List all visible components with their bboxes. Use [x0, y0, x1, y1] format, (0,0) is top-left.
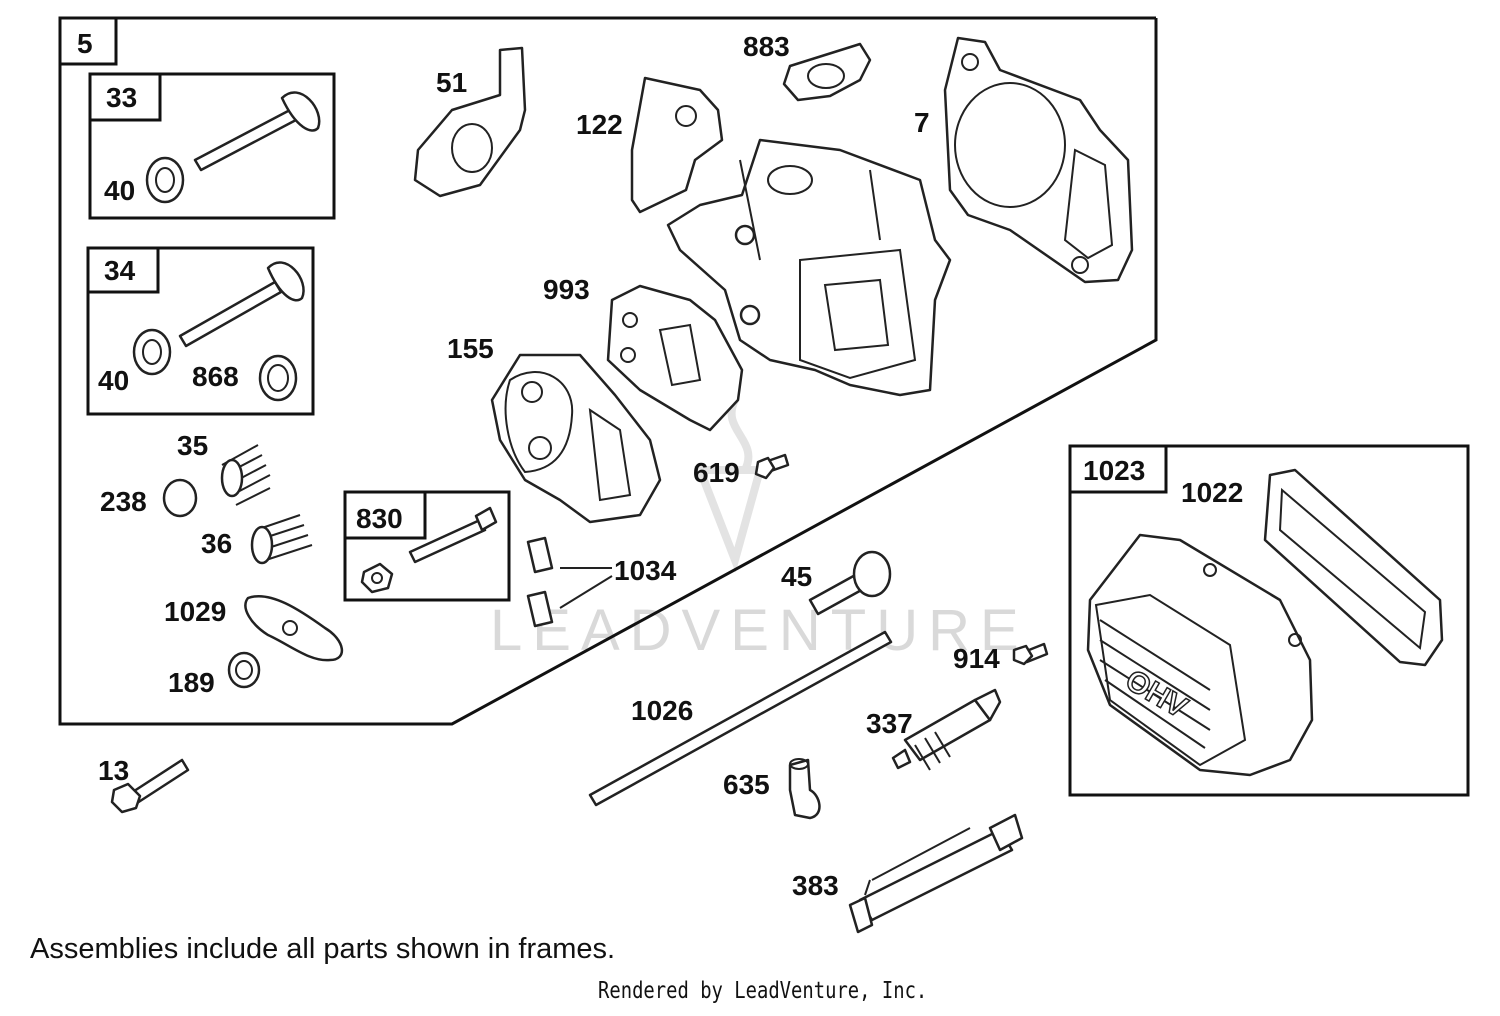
part-label-51: 51 [436, 67, 467, 98]
frame-33-outline [88, 72, 336, 220]
head-gasket-7 [943, 36, 1134, 284]
part-label-40-a: 40 [104, 175, 135, 206]
gasket-883 [782, 42, 872, 102]
frame-830: 830 [343, 490, 511, 602]
frame-34-label: 34 [104, 255, 136, 286]
valve-cap-238 [162, 478, 198, 518]
watermark: LEADVENTURE [490, 398, 1029, 663]
part-label-122: 122 [576, 109, 623, 140]
part-label-1034: 1034 [614, 555, 677, 586]
frame-34-outline [86, 246, 315, 416]
frame-34: 34 40 868 [86, 246, 315, 416]
gasket-993 [606, 284, 744, 432]
bolt-619 [754, 453, 790, 480]
part-label-383: 383 [792, 870, 839, 901]
rocker-arm-1029 [244, 595, 343, 662]
part-label-619: 619 [693, 457, 740, 488]
part-label-1026: 1026 [631, 695, 693, 726]
clips-1034 [526, 536, 613, 628]
part-label-993: 993 [543, 274, 590, 305]
part-label-7: 7 [914, 107, 930, 138]
frame-830-label-box [343, 490, 427, 540]
part-label-36: 36 [201, 528, 232, 559]
frame-5-outline [58, 16, 1158, 726]
part-label-40-b: 40 [98, 365, 129, 396]
frame-5: 5 [58, 16, 1158, 726]
rocker-stud-drawing [360, 506, 498, 594]
screw-914 [1012, 642, 1049, 666]
spark-plug-337 [891, 688, 1002, 771]
intake-valve-drawing [145, 91, 321, 204]
tool-383 [848, 813, 1024, 934]
frame-830-outline [343, 490, 511, 602]
valve-cover-drawing: OHV [1086, 533, 1314, 777]
frame-830-label: 830 [356, 503, 403, 534]
rocker-plate-155 [490, 353, 662, 524]
part-label-1029: 1029 [164, 596, 226, 627]
frame-1023: 1023 1022 OHV [1068, 444, 1470, 797]
part-label-238: 238 [100, 486, 147, 517]
gasket-122 [630, 76, 724, 214]
breather-635 [788, 758, 821, 820]
cover-gasket-1022 [1263, 468, 1444, 667]
part-label-189: 189 [168, 667, 215, 698]
frame-5-label: 5 [77, 28, 93, 59]
part-label-914: 914 [953, 643, 1000, 674]
watermark-text: LEADVENTURE [490, 598, 1029, 663]
tappet-45 [808, 550, 892, 616]
part-label-45: 45 [781, 561, 812, 592]
frame-34-label-box [86, 246, 160, 294]
frame-1023-label: 1023 [1083, 455, 1145, 486]
part-label-337: 337 [866, 708, 913, 739]
render-credit: Rendered by LeadVenture, Inc. [598, 978, 928, 1004]
nut-189 [227, 651, 261, 689]
frame-5-label-box [58, 16, 118, 66]
cylinder-head [666, 138, 952, 397]
part-label-883: 883 [743, 31, 790, 62]
gasket-51 [413, 46, 527, 198]
valve-spring-36 [250, 514, 313, 565]
part-label-1022: 1022 [1181, 477, 1243, 508]
part-label-868: 868 [192, 361, 239, 392]
part-label-635: 635 [723, 769, 770, 800]
part-label-13: 13 [98, 755, 129, 786]
part-label-155: 155 [447, 333, 494, 364]
part-label-35: 35 [177, 430, 208, 461]
frame-33: 33 40 [88, 72, 336, 220]
watermark-logo-icon [694, 398, 766, 573]
exhaust-valve-drawing [132, 261, 305, 402]
push-rod-1026 [588, 630, 893, 807]
frame-33-label: 33 [106, 82, 137, 113]
assembly-note: Assemblies include all parts shown in fr… [30, 933, 616, 965]
frame-1023-label-box [1068, 444, 1168, 494]
valve-spring-35 [220, 444, 271, 506]
frame-33-label-box [88, 72, 162, 122]
screw-13 [110, 758, 190, 814]
frame-1023-outline [1068, 444, 1470, 797]
